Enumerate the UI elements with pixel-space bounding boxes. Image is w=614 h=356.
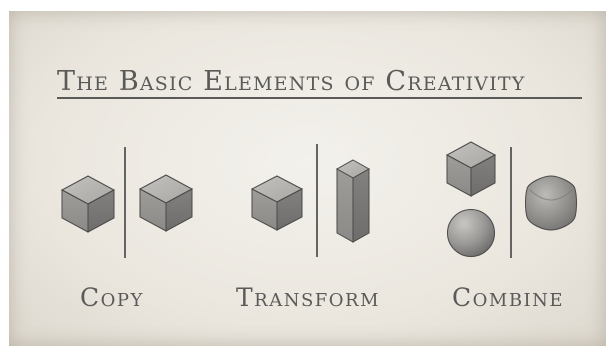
combine-cube-icon (445, 141, 497, 197)
combine-sphere-icon (447, 209, 495, 257)
transform-original-cube-icon (250, 175, 304, 231)
copy-label: Copy (80, 283, 144, 312)
combine-divider (510, 147, 512, 258)
copy-duplicate-cube-icon (138, 174, 194, 232)
diagram-title: The Basic Elements of Creativity (57, 66, 526, 97)
paper-background (9, 11, 606, 346)
transform-label: Transform (236, 283, 381, 312)
title-underline (57, 97, 582, 99)
copy-divider (124, 147, 126, 258)
combine-label: Combine (452, 283, 565, 312)
combine-rounded-cube-icon (525, 175, 577, 231)
transform-tall-prism-icon (335, 159, 371, 243)
copy-original-cube-icon (60, 175, 116, 233)
transform-divider (316, 144, 318, 257)
